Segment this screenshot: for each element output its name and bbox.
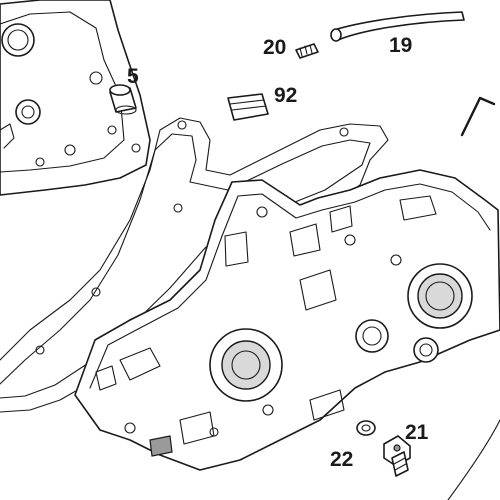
left-crankcase-half: [0, 0, 151, 196]
callout-19: 19: [389, 34, 413, 57]
right-crankcase-half: [74, 169, 500, 471]
hex-key: [460, 96, 496, 137]
callout-22: 22: [330, 448, 354, 471]
part-92-gasket-pack: [227, 93, 269, 121]
wire: [447, 419, 500, 500]
part-19-hose: [330, 11, 465, 42]
callout-5: 5: [127, 65, 139, 88]
callout-92: 92: [274, 84, 298, 107]
part-21-drain-plug: [383, 435, 411, 477]
callout-20: 20: [263, 36, 287, 59]
callout-21: 21: [405, 421, 429, 444]
part-20-bolt: [295, 43, 319, 59]
part-5-sleeve: [109, 84, 137, 115]
part-22-washer: [356, 420, 376, 436]
